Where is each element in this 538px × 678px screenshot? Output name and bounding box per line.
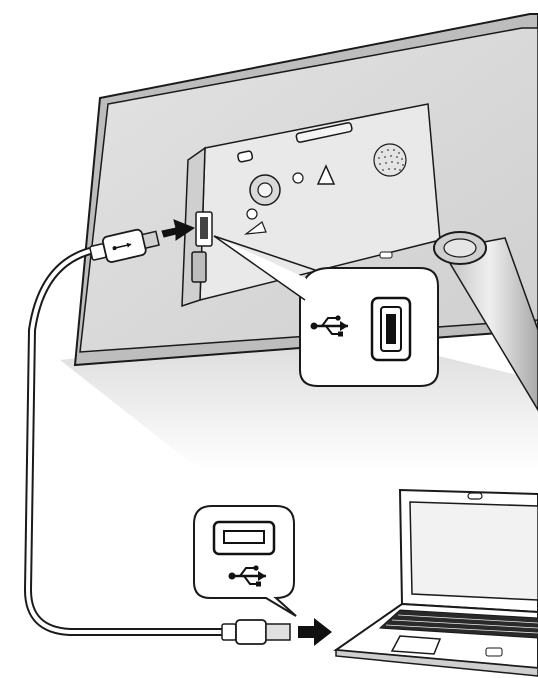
laptop	[336, 490, 538, 676]
frame-card-port	[192, 252, 206, 282]
mini-usb-port-icon	[372, 298, 410, 360]
power-button-icon	[237, 151, 253, 163]
laptop-screen	[410, 502, 538, 600]
plug-into-laptop-arrow	[298, 618, 332, 646]
webcam-icon	[468, 493, 482, 499]
laptop-touchpad	[392, 636, 440, 654]
usb-a-port-icon	[214, 522, 274, 554]
laptop-port-callout	[194, 506, 296, 616]
speaker-grille-icon	[374, 144, 406, 176]
usb-a-plug	[222, 620, 290, 644]
